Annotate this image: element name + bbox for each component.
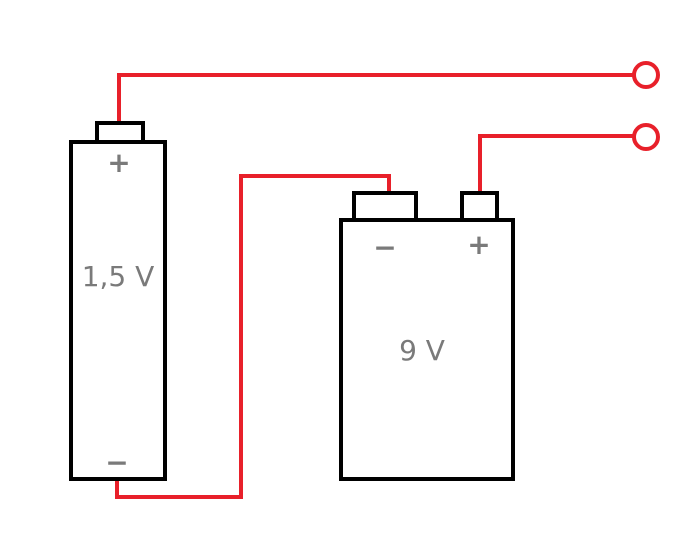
9v-battery-voltage-label: 9 V [399, 334, 445, 367]
aa-battery-positive-symbol: + [107, 146, 130, 179]
aa-battery-positive-cap [95, 121, 145, 144]
9v-battery-negative-symbol: − [373, 231, 396, 264]
9v-battery-negative-terminal [352, 191, 418, 222]
aa-battery-negative-symbol: − [105, 446, 128, 479]
wire-9v-positive-to-output [478, 134, 633, 193]
9v-battery-positive-symbol: + [467, 228, 490, 261]
output-terminal-bottom [632, 123, 660, 151]
wire-aa-negative-to-9v-negative [115, 174, 391, 499]
aa-battery-voltage-label: 1,5 V [82, 260, 155, 293]
9v-battery-body [339, 218, 515, 481]
9v-battery-positive-terminal [460, 191, 499, 222]
wire-aa-positive-to-output [117, 73, 633, 124]
aa-battery-body [69, 140, 167, 481]
output-terminal-top [632, 61, 660, 89]
